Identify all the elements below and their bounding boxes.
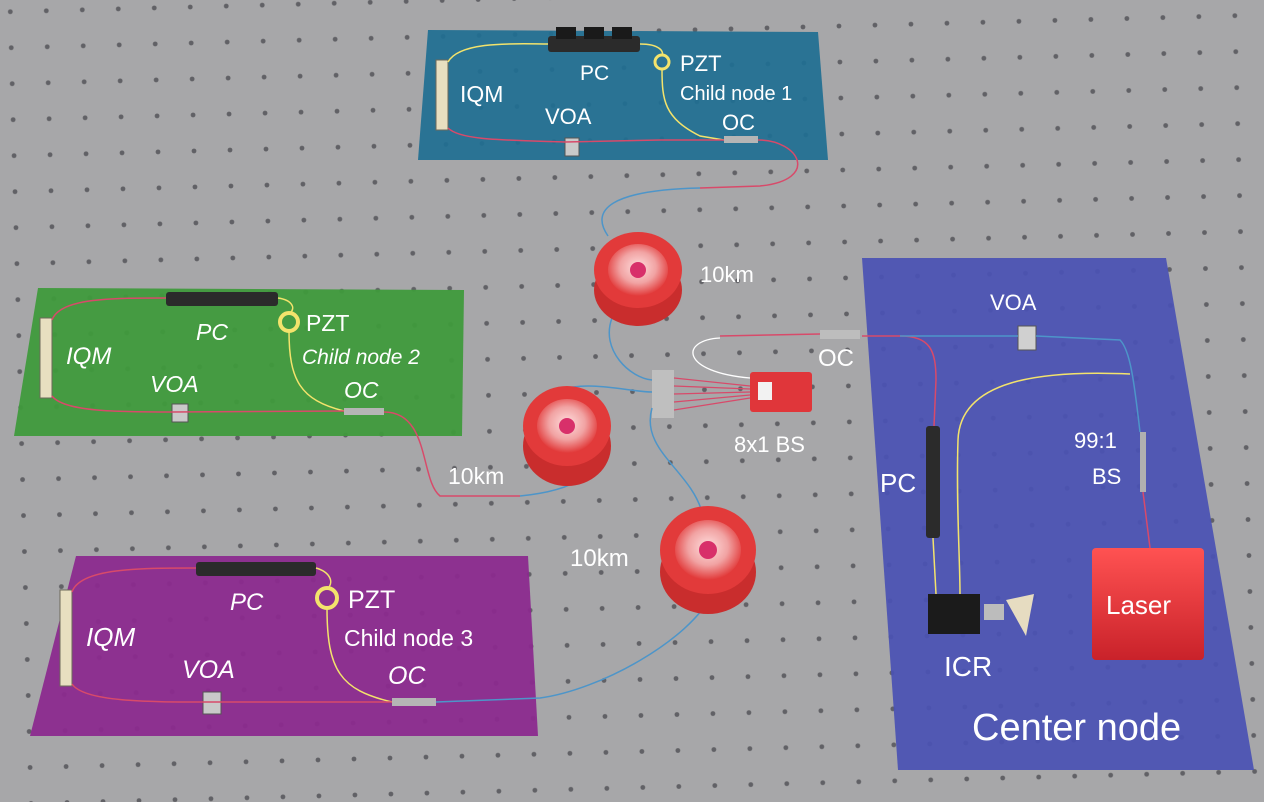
pc-paddles bbox=[926, 426, 940, 538]
laser-module bbox=[1092, 548, 1204, 660]
icr-connector bbox=[984, 604, 1004, 620]
fiber bbox=[608, 317, 653, 381]
oc-coupler bbox=[392, 698, 436, 706]
fiber bbox=[719, 333, 821, 337]
icr-module bbox=[928, 594, 980, 634]
pzt-label: PZT bbox=[306, 310, 349, 336]
fiber bbox=[447, 127, 724, 143]
fiber bbox=[1142, 491, 1151, 549]
oc-label: OC bbox=[344, 377, 379, 403]
spool-length-label: 10km bbox=[570, 545, 629, 572]
pc-paddles bbox=[548, 36, 640, 52]
splitter-8x1: 8x1 BS bbox=[652, 370, 812, 457]
child-node-3: IQM PC PZT Child node 3 VOA OC bbox=[30, 556, 713, 736]
iqm-module bbox=[435, 59, 449, 131]
fiber bbox=[71, 567, 197, 593]
voa-module bbox=[202, 691, 222, 715]
fiber bbox=[692, 337, 751, 379]
oc-label: OC bbox=[388, 662, 426, 690]
iqm-label: IQM bbox=[86, 622, 135, 652]
bs-ratio-label: 99:1 bbox=[1074, 428, 1117, 453]
oc-label: OC bbox=[818, 345, 854, 372]
fiber bbox=[288, 330, 345, 412]
bs-label: BS bbox=[1092, 464, 1121, 489]
iqm-module bbox=[59, 589, 73, 687]
child-node-1: IQM PC PZT Child node 1 VOA OC bbox=[418, 27, 828, 189]
pc-label: PC bbox=[880, 468, 916, 498]
child-node-title: Child node 3 bbox=[344, 625, 473, 651]
fiber bbox=[1035, 335, 1141, 433]
voa-module bbox=[171, 403, 189, 423]
center-node: VOA PC 99:1 BS Laser ICR Center node bbox=[862, 258, 1254, 770]
spool-center bbox=[630, 262, 646, 278]
child-node-2: IQM PC PZT Child node 2 VOA OC bbox=[14, 288, 520, 497]
oc-coupler bbox=[344, 408, 384, 415]
bs-99-1-coupler bbox=[1140, 432, 1146, 492]
fiber bbox=[932, 537, 937, 595]
pc-label: PC bbox=[196, 319, 228, 345]
fiber bbox=[649, 407, 703, 513]
fiber bbox=[326, 607, 393, 703]
voa-label: VOA bbox=[150, 371, 199, 397]
fiber bbox=[661, 68, 725, 141]
laser-label: Laser bbox=[1106, 590, 1171, 620]
icr-fan-connector bbox=[1006, 594, 1034, 636]
fiber bbox=[601, 187, 701, 237]
pzt-label: PZT bbox=[348, 586, 395, 614]
voa-label: VOA bbox=[182, 656, 235, 684]
voa-module bbox=[564, 137, 580, 157]
icr-label: ICR bbox=[944, 651, 992, 682]
pc-paddles bbox=[196, 562, 316, 576]
splitter-label: 8x1 BS bbox=[734, 432, 805, 457]
pc-paddle bbox=[584, 27, 604, 39]
child-node-2-board bbox=[14, 288, 464, 436]
fiber bbox=[71, 683, 392, 703]
fiber-spool-3: 10km bbox=[570, 407, 756, 614]
fiber bbox=[699, 139, 799, 189]
iqm-label: IQM bbox=[66, 343, 111, 370]
splitter-connector-bank bbox=[652, 370, 674, 418]
fiber bbox=[956, 372, 1131, 595]
splitter-label-plate bbox=[758, 382, 772, 400]
fiber bbox=[277, 297, 294, 314]
child-node-title: Child node 1 bbox=[680, 83, 792, 105]
fiber bbox=[51, 395, 345, 413]
oc-coupler bbox=[724, 136, 758, 143]
pc-label: PC bbox=[580, 62, 609, 85]
pc-paddles bbox=[166, 292, 278, 306]
pzt-label: PZT bbox=[680, 51, 722, 76]
fiber bbox=[51, 297, 167, 321]
voa-label: VOA bbox=[990, 290, 1037, 315]
child-node-1-board bbox=[418, 30, 828, 160]
voa-module bbox=[1017, 325, 1037, 351]
oc-coupler bbox=[820, 330, 860, 339]
pc-paddle bbox=[556, 27, 576, 39]
oc-label: OC bbox=[722, 110, 755, 135]
spool-center bbox=[559, 418, 575, 434]
fiber bbox=[447, 42, 549, 63]
fiber bbox=[315, 567, 332, 589]
pc-label: PC bbox=[230, 589, 264, 616]
spool-center bbox=[699, 541, 717, 559]
fiber bbox=[673, 377, 751, 411]
fiber bbox=[639, 43, 664, 56]
child-node-title: Child node 2 bbox=[302, 346, 420, 369]
iqm-module bbox=[39, 317, 53, 399]
spool-length-label: 10km bbox=[700, 262, 754, 287]
fiber-spool-1: 10km bbox=[594, 187, 754, 381]
center-node-title: Center node bbox=[972, 707, 1181, 749]
fiber-spool-2: 10km bbox=[448, 385, 653, 497]
fiber bbox=[383, 411, 520, 497]
child-node-3-board bbox=[30, 556, 538, 736]
voa-label: VOA bbox=[545, 104, 592, 129]
iqm-label: IQM bbox=[460, 81, 503, 107]
spool-length-label: 10km bbox=[448, 463, 504, 489]
pc-paddle bbox=[612, 27, 632, 39]
